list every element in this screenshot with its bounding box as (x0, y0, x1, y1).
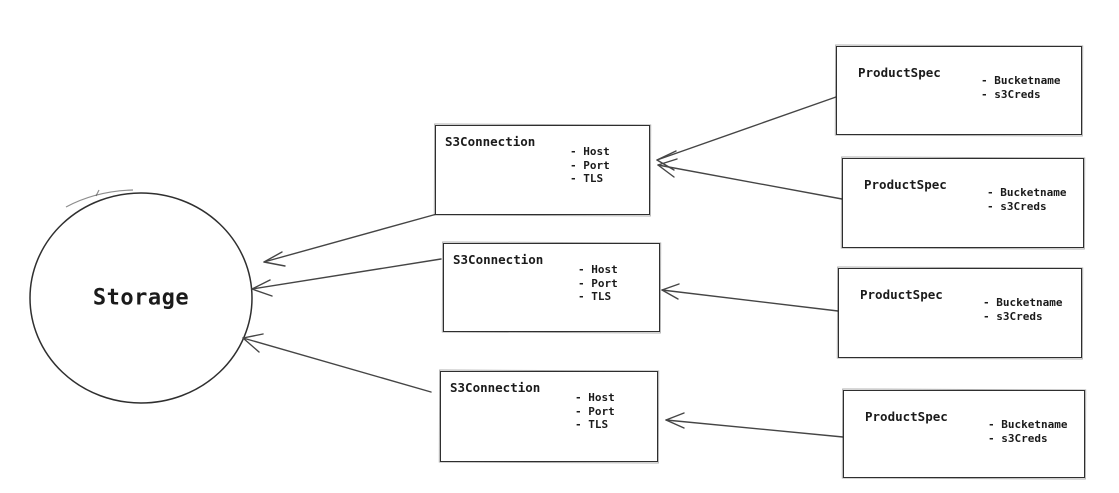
productspec-attributes: - Bucketname - s3Creds (988, 418, 1067, 445)
attribute-item: - Host (578, 263, 618, 276)
storage-circle[interactable] (29, 189, 253, 404)
productspec-title: ProductSpec (864, 177, 947, 192)
attribute-item: - s3Creds (988, 431, 1048, 445)
s3connection-attributes: - Host - Port - TLS (570, 145, 610, 186)
arrow-productspec2-to-s3connection1[interactable] (657, 158, 843, 200)
attribute-item: - Port (575, 404, 615, 418)
arrow-s3connection3-to-storage[interactable] (242, 333, 432, 393)
arrow-productspec1-to-s3connection1[interactable] (656, 96, 837, 171)
attribute-item: - Port (570, 158, 610, 172)
productspec-attributes: - Bucketname - s3Creds (983, 296, 1062, 323)
productspec-title: ProductSpec (858, 65, 941, 80)
attribute-item: - Bucketname (983, 296, 1063, 309)
productspec-node-2[interactable]: ProductSpec - Bucketname - s3Creds (842, 158, 1084, 248)
arrow-productspec3-to-s3connection2[interactable] (661, 283, 839, 312)
s3connection-title: S3Connection (445, 134, 536, 149)
s3connection-attributes: - Host - Port - TLS (578, 263, 618, 304)
productspec-attributes: - Bucketname - s3Creds (981, 74, 1060, 101)
productspec-node-4[interactable]: ProductSpec - Bucketname - s3Creds (843, 390, 1085, 478)
arrow-s3connection2-to-storage[interactable] (251, 258, 442, 297)
attribute-item: - s3Creds (987, 199, 1047, 213)
productspec-node-1[interactable]: ProductSpec - Bucketname - s3Creds (836, 46, 1082, 135)
s3connection-title: S3Connection (450, 380, 541, 395)
attribute-item: - Bucketname (981, 74, 1061, 87)
s3connection-node-1[interactable]: S3Connection - Host - Port - TLS (435, 125, 650, 215)
productspec-node-3[interactable]: ProductSpec - Bucketname - s3Creds (838, 268, 1082, 358)
attribute-item: - TLS (578, 290, 612, 303)
productspec-title: ProductSpec (860, 287, 943, 302)
attribute-item: - Host (575, 391, 615, 404)
attribute-item: - Port (578, 276, 618, 290)
attribute-item: - Host (570, 145, 610, 158)
attribute-item: - TLS (575, 418, 609, 431)
attribute-item: - TLS (570, 172, 604, 185)
productspec-title: ProductSpec (865, 409, 948, 424)
attribute-item: - s3Creds (983, 309, 1043, 323)
s3connection-node-2[interactable]: S3Connection - Host - Port - TLS (443, 243, 660, 332)
productspec-attributes: - Bucketname - s3Creds (987, 186, 1066, 213)
s3connection-title: S3Connection (453, 252, 544, 267)
storage-label: Storage (92, 285, 190, 311)
s3connection-attributes: - Host - Port - TLS (575, 391, 615, 432)
arrow-productspec4-to-s3connection3[interactable] (665, 412, 844, 438)
arrow-s3connection1-to-storage[interactable] (263, 213, 438, 267)
attribute-item: - Bucketname (988, 418, 1068, 431)
attribute-item: - s3Creds (981, 87, 1041, 101)
s3connection-node-3[interactable]: S3Connection - Host - Port - TLS (440, 371, 658, 462)
attribute-item: - Bucketname (987, 186, 1067, 199)
